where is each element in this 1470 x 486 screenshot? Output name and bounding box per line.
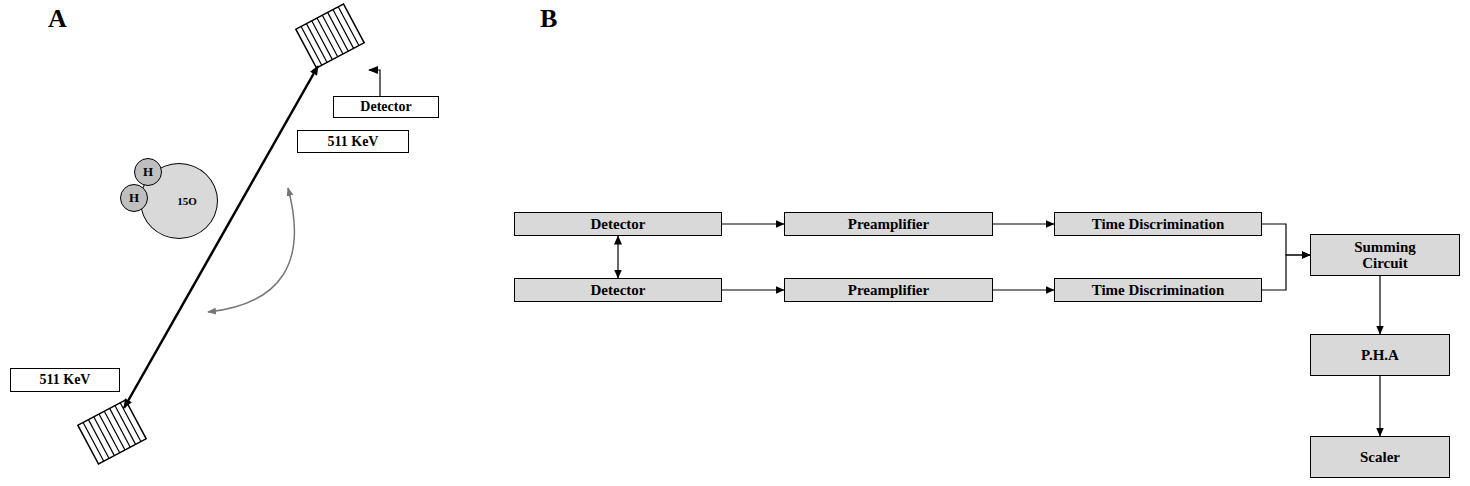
signal-connector	[1262, 255, 1310, 290]
process-box: Time Discrimination	[1054, 212, 1262, 236]
node-text: Time Discrimination	[1092, 216, 1225, 233]
node-text: Summing Circuit	[1333, 239, 1437, 272]
detector-crystal	[78, 400, 146, 464]
signal-connector	[722, 289, 784, 290]
node-text: Detector	[360, 99, 411, 114]
node-text: H	[143, 165, 153, 179]
hydrogen-atom: H	[120, 184, 148, 212]
node-text: Time Discrimination	[1092, 282, 1225, 299]
node-text: Preamplifier	[848, 216, 929, 233]
process-box: Summing Circuit	[1310, 234, 1460, 276]
rotation-arrow	[208, 188, 294, 312]
panel-label: A	[48, 4, 67, 34]
node-text: 511 KeV	[328, 134, 379, 149]
leader-arrow	[369, 70, 380, 96]
process-box: Preamplifier	[784, 212, 993, 236]
process-box: Detector	[514, 278, 722, 302]
process-box: Preamplifier	[784, 278, 993, 302]
process-box: Time Discrimination	[1054, 278, 1262, 302]
detector-crystal	[296, 4, 364, 68]
process-box: P.H.A	[1310, 334, 1450, 376]
node-text: P.H.A	[1361, 347, 1399, 364]
signal-connector	[722, 223, 784, 224]
node-text: Detector	[591, 282, 646, 299]
label-box: Detector	[333, 96, 439, 118]
process-box: Detector	[514, 212, 722, 236]
label-box: 511 KeV	[297, 130, 409, 153]
signal-connector	[1379, 376, 1380, 436]
signal-connector	[993, 223, 1054, 224]
signal-connector	[993, 289, 1054, 290]
signal-connector	[1379, 276, 1380, 334]
node-text: Detector	[591, 216, 646, 233]
node-text: Preamplifier	[848, 282, 929, 299]
process-box: Scaler	[1310, 436, 1450, 478]
node-text: 15O	[177, 195, 197, 207]
signal-connector	[617, 236, 618, 278]
panel-label: B	[540, 4, 557, 34]
node-text: Scaler	[1360, 449, 1400, 466]
gamma-ray-line	[124, 66, 318, 408]
node-text: H	[129, 191, 139, 205]
label-box: 511 KeV	[10, 368, 120, 392]
node-text: 511 KeV	[40, 372, 91, 387]
signal-connector	[1262, 224, 1310, 255]
hydrogen-atom: H	[134, 158, 162, 186]
